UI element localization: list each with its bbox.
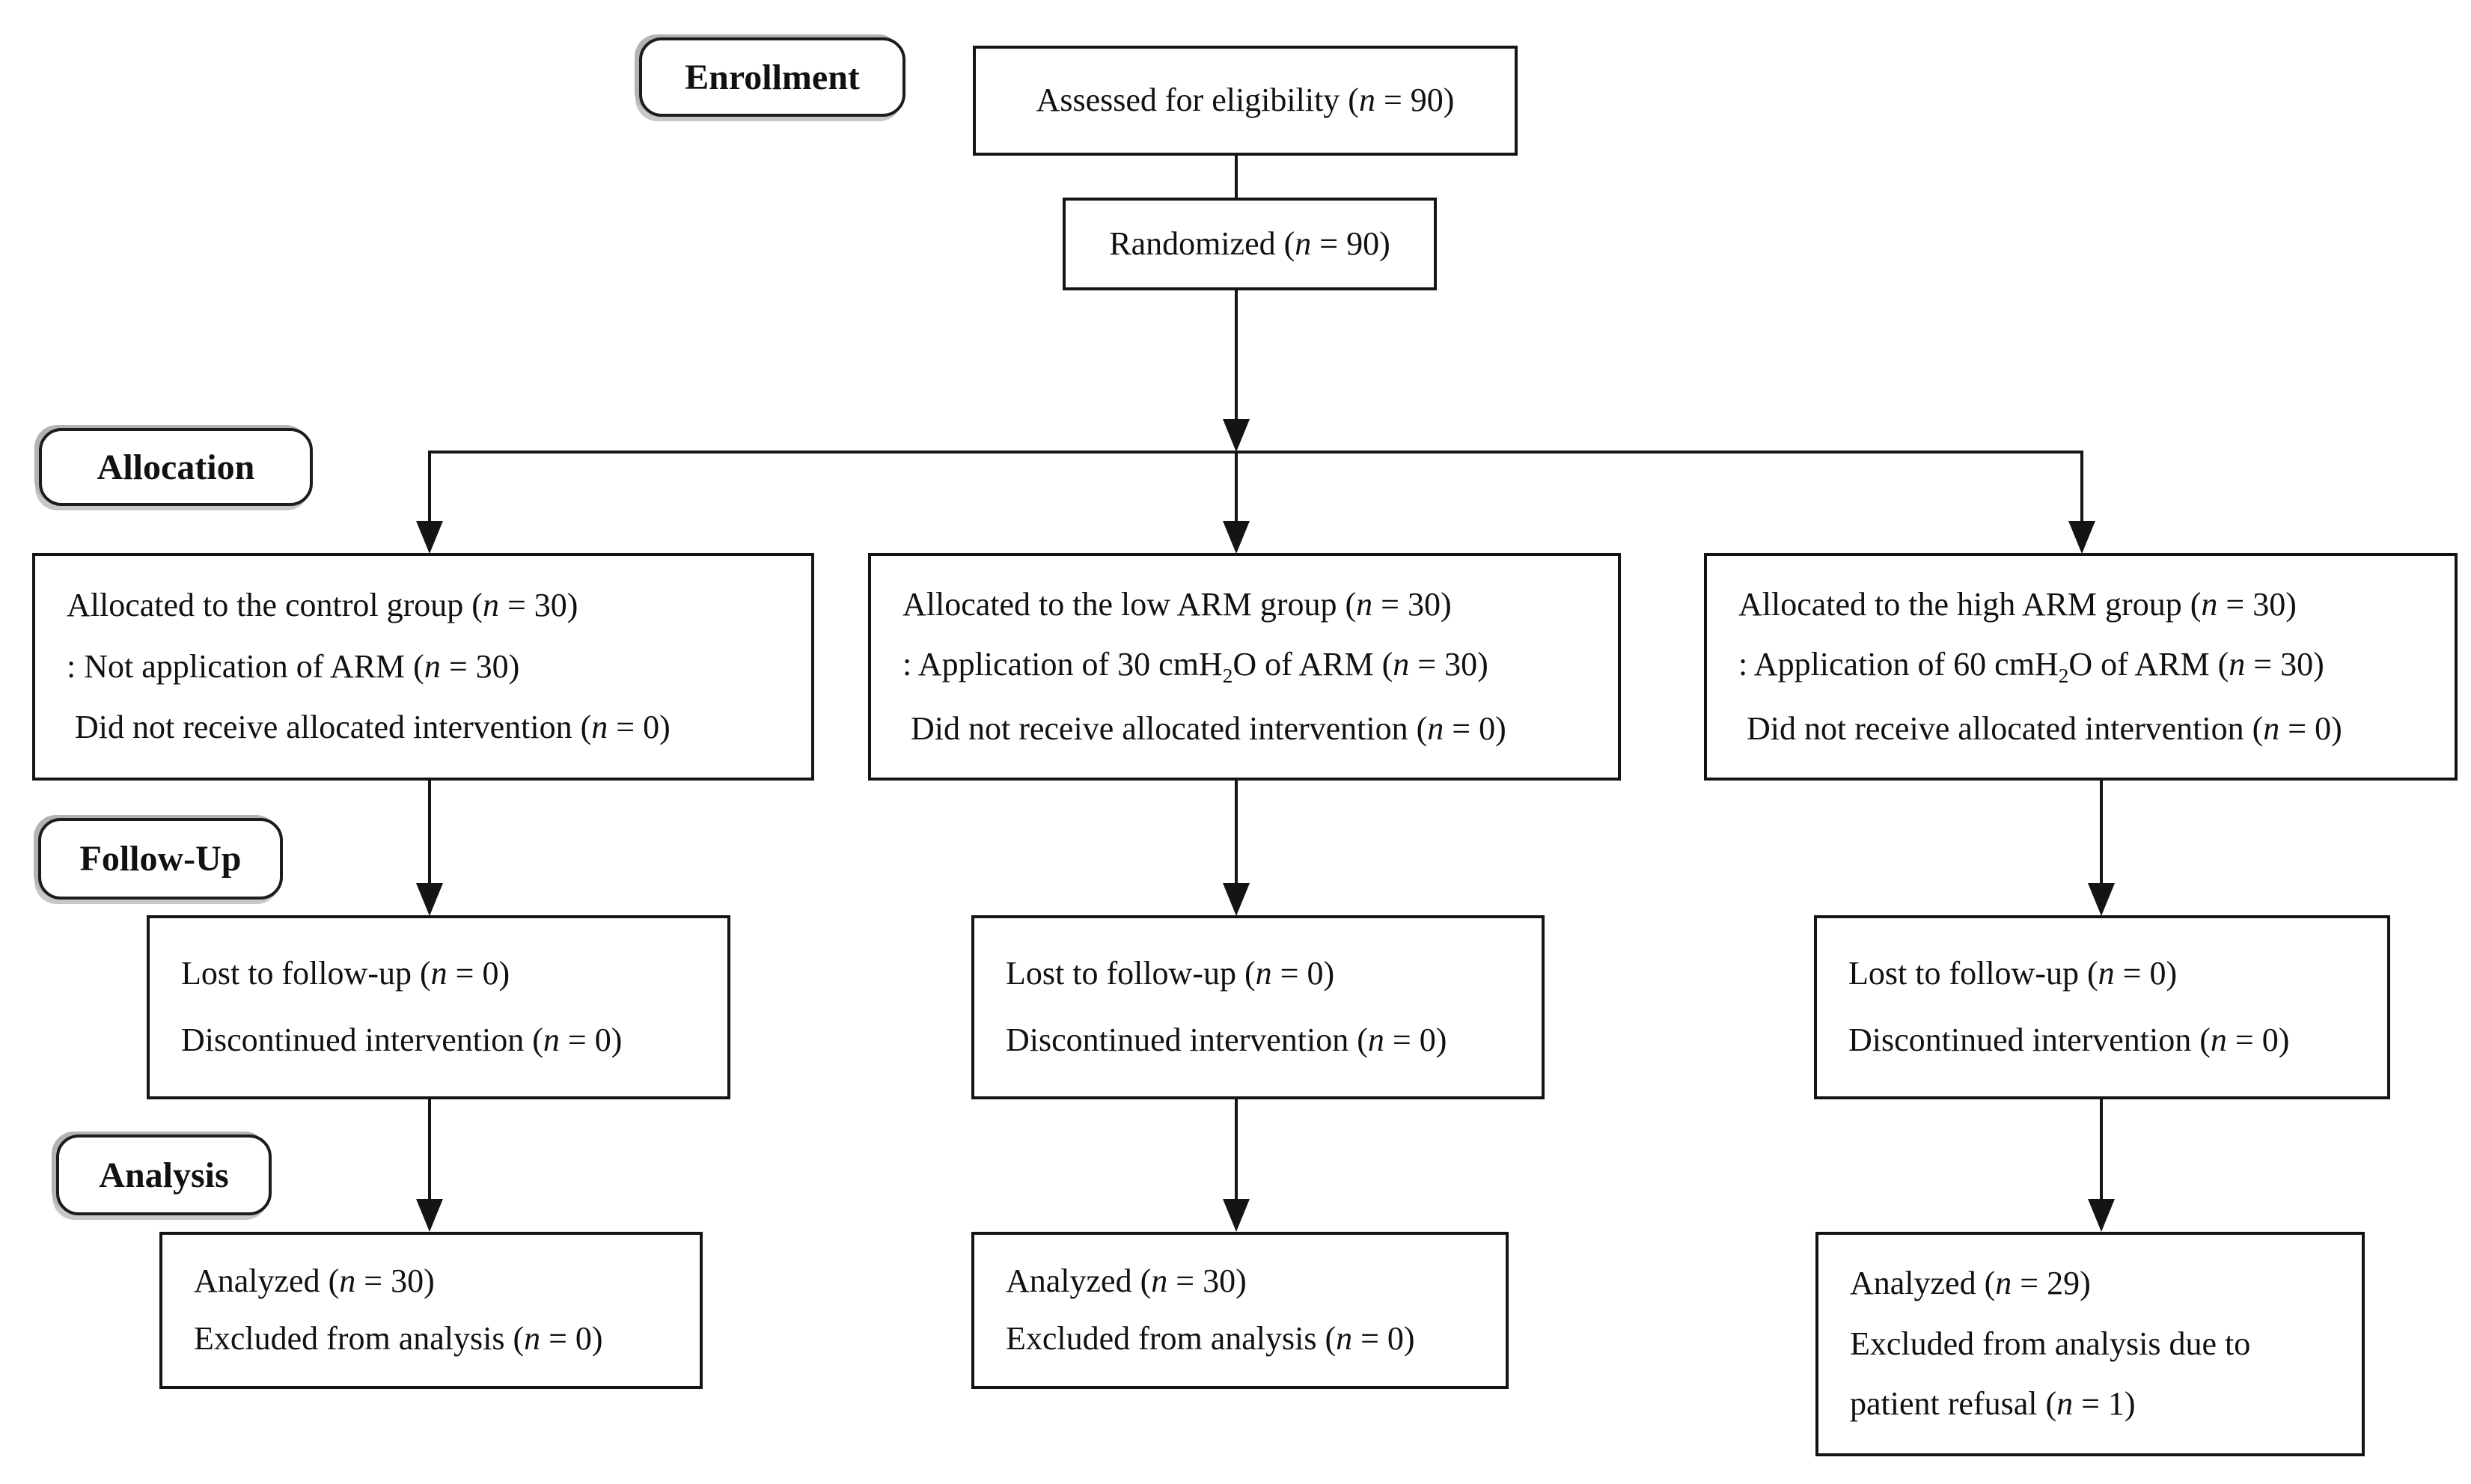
connector-alloc-fu-control — [428, 781, 431, 884]
arrow-down-icon — [416, 1199, 443, 1232]
flow-node-an-low: Analyzed (n = 30) Excluded from analysis… — [971, 1232, 1509, 1389]
flow-node-text: Lost to follow-up (n = 0) — [1848, 954, 2178, 992]
connector-alloc-fu-low — [1235, 781, 1238, 884]
junction-line — [428, 451, 2083, 454]
connector-junction-low — [1235, 454, 1238, 522]
flow-node-text: patient refusal (n = 1) — [1850, 1385, 2136, 1423]
connector-assessed-randomized — [1235, 156, 1238, 199]
flow-node-text: Allocated to the control group (n = 30) — [67, 587, 578, 624]
arrow-down-icon — [2068, 521, 2095, 554]
stage-label-enrollment: Enrollment — [639, 37, 905, 117]
arrow-down-icon — [416, 883, 443, 916]
flow-node-text: : Not application of ARM (n = 30) — [67, 647, 520, 685]
flow-node-fu-low: Lost to follow-up (n = 0) Discontinued i… — [971, 915, 1545, 1099]
flow-node-text: Allocated to the high ARM group (n = 30) — [1738, 585, 2297, 623]
flow-node-text: Allocated to the low ARM group (n = 30) — [902, 585, 1452, 623]
flow-node-fu-high: Lost to follow-up (n = 0) Discontinued i… — [1814, 915, 2390, 1099]
flow-node-text: Did not receive allocated intervention (… — [1738, 709, 2342, 747]
flow-node-text: Lost to follow-up (n = 0) — [181, 954, 510, 992]
flow-node-fu-control: Lost to follow-up (n = 0) Discontinued i… — [147, 915, 730, 1099]
arrow-down-icon — [1223, 883, 1250, 916]
arrow-down-icon — [1223, 419, 1250, 452]
flow-node-assessed: Assessed for eligibility (n = 90) — [973, 46, 1518, 156]
connector-junction-control — [428, 454, 431, 522]
flow-node-alloc-low: Allocated to the low ARM group (n = 30) … — [868, 553, 1621, 781]
connector-fu-an-control — [428, 1099, 431, 1200]
flow-node-alloc-high: Allocated to the high ARM group (n = 30)… — [1704, 553, 2458, 781]
connector-alloc-fu-high — [2100, 781, 2103, 884]
arrow-down-icon — [1223, 1199, 1250, 1232]
flow-node-text: Excluded from analysis (n = 0) — [194, 1320, 603, 1358]
connector-randomized-junction — [1235, 290, 1238, 421]
flow-node-text: Randomized (n = 90) — [1109, 225, 1390, 262]
flow-node-text: : Application of 60 cmH2O of ARM (n = 30… — [1738, 645, 2324, 687]
connector-fu-an-low — [1235, 1099, 1238, 1200]
flow-node-randomized: Randomized (n = 90) — [1063, 198, 1437, 290]
connector-fu-an-high — [2100, 1099, 2103, 1200]
stage-label-follow-up: Follow-Up — [38, 818, 283, 900]
flow-node-text: Discontinued intervention (n = 0) — [1848, 1022, 2290, 1059]
flow-node-an-high: Analyzed (n = 29) Excluded from analysis… — [1815, 1232, 2365, 1456]
stage-label-allocation: Allocation — [39, 428, 313, 506]
flow-node-text: Analyzed (n = 29) — [1850, 1265, 2091, 1302]
arrow-down-icon — [2088, 883, 2115, 916]
stage-label-analysis: Analysis — [56, 1135, 272, 1215]
arrow-down-icon — [2088, 1199, 2115, 1232]
arrow-down-icon — [1223, 521, 1250, 554]
flow-node-text: Excluded from analysis due to — [1850, 1325, 2251, 1362]
flow-node-text: Lost to follow-up (n = 0) — [1006, 954, 1335, 992]
flow-node-text: Analyzed (n = 30) — [194, 1262, 435, 1299]
flow-node-text: : Application of 30 cmH2O of ARM (n = 30… — [902, 645, 1488, 687]
flow-node-text: Discontinued intervention (n = 0) — [1006, 1022, 1447, 1059]
flow-node-text: Analyzed (n = 30) — [1006, 1262, 1247, 1299]
flow-node-alloc-control: Allocated to the control group (n = 30) … — [32, 553, 814, 781]
flow-node-text: Did not receive allocated intervention (… — [902, 709, 1506, 747]
flow-node-text: Did not receive allocated intervention (… — [67, 709, 671, 746]
flow-node-text: Excluded from analysis (n = 0) — [1006, 1320, 1415, 1358]
connector-junction-high — [2080, 454, 2083, 522]
flow-node-an-control: Analyzed (n = 30) Excluded from analysis… — [159, 1232, 703, 1389]
flow-node-text: Assessed for eligibility (n = 90) — [1036, 82, 1455, 119]
arrow-down-icon — [416, 521, 443, 554]
flow-node-text: Discontinued intervention (n = 0) — [181, 1022, 623, 1059]
